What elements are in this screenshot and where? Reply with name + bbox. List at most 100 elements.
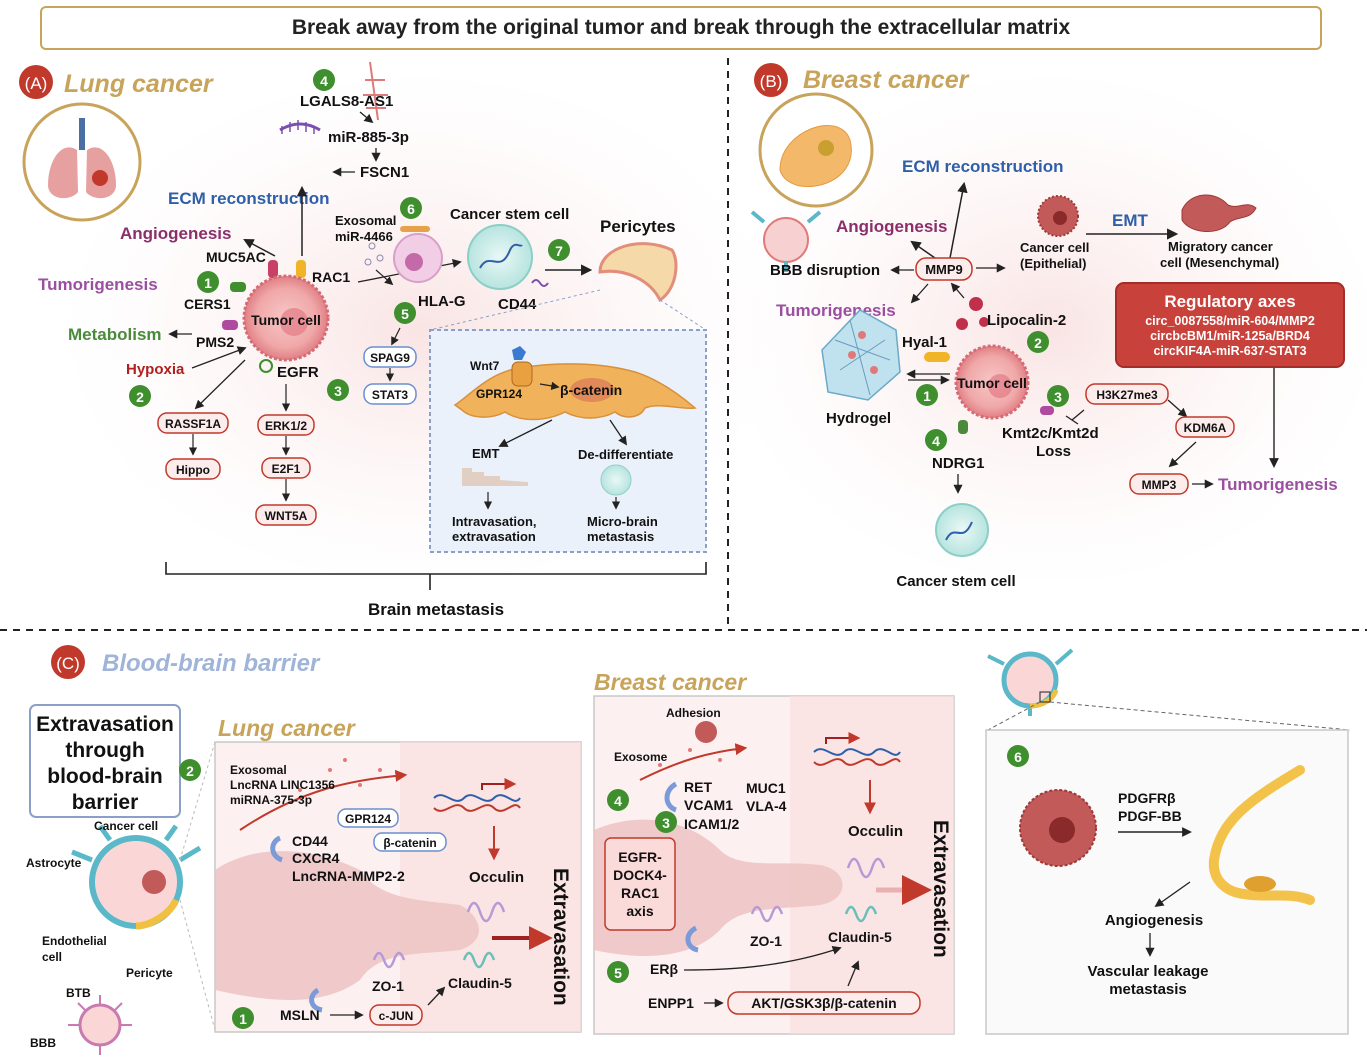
svg-text:SPAG9: SPAG9 <box>370 351 410 365</box>
lung-occulin-label: Occulin <box>469 869 524 886</box>
migratory-label-2: cell (Mesenchymal) <box>1160 255 1279 270</box>
panel-c-title: Blood-brain barrier <box>102 650 321 677</box>
pericyte-label: Pericyte <box>126 966 173 980</box>
breast-subpanel-title: Breast cancer <box>594 669 747 695</box>
panel-a-tumor-cell-label: Tumor cell <box>251 312 321 328</box>
stat3-box <box>363 383 417 405</box>
svg-text:STAT3: STAT3 <box>372 388 409 402</box>
svg-text:1: 1 <box>204 275 212 291</box>
panel-a: (A) Lung cancer 4 LGALS8-AS1 miR-885-3p … <box>19 61 707 619</box>
panel-a-metabolism-label: Metabolism <box>68 325 162 344</box>
svg-text:6: 6 <box>1014 749 1022 765</box>
endothelial-label-2: cell <box>42 950 62 964</box>
panel-a-badge-5 <box>394 302 416 324</box>
svg-text:5: 5 <box>614 965 622 981</box>
svg-text:GPR124: GPR124 <box>345 812 391 826</box>
muc5ac-label: MUC5AC <box>206 249 266 265</box>
kmt-label-2: Loss <box>1036 443 1071 460</box>
svg-text:circKIF4A-miR-637-STAT3: circKIF4A-miR-637-STAT3 <box>1153 344 1306 358</box>
svg-text:E2F1: E2F1 <box>272 462 301 476</box>
panel-a-badge-7 <box>548 239 570 261</box>
h3k27me3-box <box>1085 383 1169 405</box>
svg-text:7: 7 <box>555 243 563 259</box>
lung-claudin-label: Claudin-5 <box>448 975 512 991</box>
wnt5a-box <box>255 504 317 526</box>
panel-c-badge-2 <box>179 759 201 781</box>
egfr-dock4-box <box>604 837 676 931</box>
svg-text:Regulatory axes: Regulatory axes <box>1164 292 1295 311</box>
gpr124-receptor <box>511 361 533 387</box>
svg-text:3: 3 <box>662 815 670 831</box>
svg-text:MMP3: MMP3 <box>1142 478 1177 492</box>
svg-text:DOCK4-: DOCK4- <box>613 867 667 883</box>
vla4-label: VLA-4 <box>746 798 787 814</box>
mir-885-label: miR-885-3p <box>328 129 409 146</box>
panel-b-ecm-label: ECM reconstruction <box>902 157 1064 176</box>
svg-text:KDM6A: KDM6A <box>1184 421 1227 435</box>
rac1-label: RAC1 <box>312 269 350 285</box>
panel-a-csc-label: Cancer stem cell <box>450 206 569 223</box>
svg-text:through: through <box>65 739 144 762</box>
panel-b-badge-4 <box>925 429 947 451</box>
panel-c-badge-4 <box>607 789 629 811</box>
svg-text:Hippo: Hippo <box>176 463 210 477</box>
brain-met-bracket <box>165 562 707 590</box>
adhesion-label: Adhesion <box>666 706 721 720</box>
svg-text:2: 2 <box>1034 335 1042 351</box>
panel-b-emt-label: EMT <box>1112 211 1149 230</box>
panel-b-csc-label: Cancer stem cell <box>896 573 1015 590</box>
panel-a-badge-2 <box>129 385 151 407</box>
c-lncrna-mmp2-label: LncRNA-MMP2-2 <box>292 868 405 884</box>
wnt7-icon <box>512 346 526 360</box>
c-gpr124-box <box>337 808 399 828</box>
e2f1-box <box>261 457 311 479</box>
cers1-label: CERS1 <box>184 296 231 312</box>
panel-a-tumorigenesis-label: Tumorigenesis <box>38 275 158 294</box>
vcam1-label: VCAM1 <box>684 797 733 813</box>
mesenchymal-cell <box>1181 194 1257 232</box>
panel-a-title: Lung cancer <box>64 70 214 98</box>
lung-subpanel-title: Lung cancer <box>218 715 356 741</box>
intrav-label-2: extravasation <box>452 529 536 544</box>
lung-dna-icon <box>433 794 521 802</box>
fscn1-label: FSCN1 <box>360 164 409 181</box>
mirna-icon <box>279 122 321 132</box>
micro-label-2: metastasis <box>587 529 654 544</box>
svg-text:MMP9: MMP9 <box>925 262 963 277</box>
cancer-cell-label-2: (Epithelial) <box>1020 256 1086 271</box>
btb-label: BTB <box>66 986 91 1000</box>
panel-b-cancer-stem-cell <box>935 503 989 557</box>
svg-text:4: 4 <box>320 73 328 89</box>
bbb-label: BBB <box>30 1036 56 1050</box>
intrav-label-1: Intravasation, <box>452 514 537 529</box>
vascular-leakage-label: Vascular leakage <box>1088 963 1209 980</box>
panel-c-badge-6 <box>1007 745 1029 767</box>
migratory-label-1: Migratory cancer <box>1168 239 1273 254</box>
svg-text:EGFR-: EGFR- <box>618 849 662 865</box>
panel-b-letter: (B) <box>760 72 783 91</box>
mir-4466-label: miR-4466 <box>335 229 393 244</box>
panel-b: (B) Breast cancer ECM reconstruction Ang… <box>750 63 1345 590</box>
pms2-label: PMS2 <box>196 334 234 350</box>
pericyte-vessel-icon <box>598 242 678 303</box>
breast-occulin-label: Occulin <box>848 823 903 840</box>
panel-b-tumorigenesis-2-label: Tumorigenesis <box>1218 475 1338 494</box>
lung-zo1-label: ZO-1 <box>372 978 404 994</box>
panel-b-tumorigenesis-label: Tumorigenesis <box>776 301 896 320</box>
svg-text:axis: axis <box>626 903 653 919</box>
hyal-1-label: Hyal-1 <box>902 334 947 351</box>
gpr124-label: GPR124 <box>476 387 522 401</box>
panel-c-letter-badge <box>51 645 85 679</box>
panel-b-badge-1 <box>916 384 938 406</box>
bbb-disruption-label: BBB disruption <box>770 262 880 279</box>
emt-cells-icon <box>462 468 528 486</box>
c-bcatenin-box <box>373 832 447 852</box>
svg-text:RASSF1A: RASSF1A <box>165 417 221 431</box>
inset-emt-label: EMT <box>472 446 500 461</box>
hla-g-label: HLA-G <box>418 293 466 310</box>
cancer-cell-label-1: Cancer cell <box>1020 240 1089 255</box>
panel-b-tumor-cell-label: Tumor cell <box>957 375 1027 391</box>
endothelial-label-1: Endothelial <box>42 934 107 948</box>
mmp9-box <box>915 257 973 281</box>
